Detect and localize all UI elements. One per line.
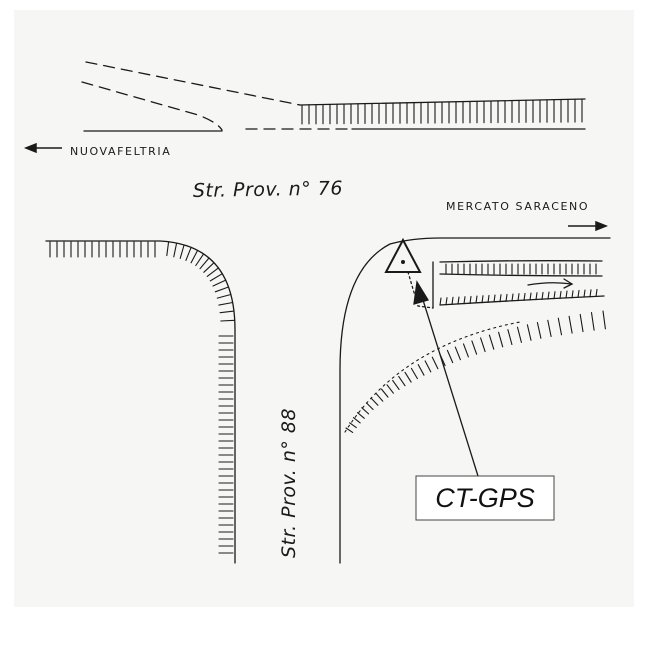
station-label-box: CT-GPS [415, 475, 555, 521]
station-pointer-arrow [413, 280, 479, 477]
hatch-tick [398, 375, 406, 387]
hatch-tick [206, 267, 219, 277]
hatch-tick [568, 315, 573, 334]
hatch-tick [431, 356, 439, 370]
hatch-tick [218, 301, 234, 306]
road-label-sp76: Str. Prov. n° 76 [193, 177, 343, 202]
hatch-tick [571, 290, 574, 299]
hatch-tick [579, 313, 584, 333]
direction-label-right: MERCATO SARACENO [446, 200, 589, 213]
hatch-tick [214, 286, 230, 293]
hatch-tick [380, 388, 389, 398]
hatch-tick [451, 296, 454, 305]
road-sp88-edge [339, 237, 611, 564]
hatch-tick [212, 279, 227, 287]
hatch-tick [365, 402, 374, 411]
hatch-tick [370, 397, 379, 406]
hatch-tick [424, 360, 432, 373]
hatch-tick [463, 296, 466, 305]
hatch-tick [417, 364, 425, 376]
hatch-tick [457, 296, 460, 305]
hatch-tick [375, 393, 384, 402]
hatch-tick [454, 346, 461, 361]
hatch-tick [526, 324, 532, 341]
hatch-tick [475, 295, 478, 304]
direction-label-left: NUOVAFELTRIA [70, 145, 171, 158]
hatch-tick [219, 310, 235, 314]
hatch-tick [529, 292, 532, 301]
hatch-tick [439, 297, 442, 306]
hatch-tick [480, 337, 486, 353]
hatch-tick [356, 412, 365, 419]
side-road-hatching [439, 263, 598, 306]
hatch-tick [602, 310, 606, 330]
road-dotted-curve [344, 321, 521, 433]
hatch-tick [559, 290, 562, 299]
hatch-tick [446, 349, 454, 364]
hatch-tick [547, 291, 550, 300]
hatch-tick [536, 321, 542, 339]
hatch-tick [499, 294, 502, 303]
hatch-tick [195, 253, 205, 267]
hatch-tick [595, 288, 598, 297]
hatch-tick [505, 293, 508, 302]
hatch-tick [185, 246, 192, 261]
hatch-tick [220, 319, 236, 322]
road-left-corner-hatching [49, 241, 236, 554]
hatch-tick [469, 295, 472, 304]
hatch-tick [462, 343, 469, 358]
hatch-tick [349, 422, 357, 429]
hatch-tick [209, 273, 223, 282]
hatch-tick [583, 289, 586, 298]
hatch-tick [577, 289, 580, 298]
hatch-tick [199, 257, 210, 270]
hatch-tick [345, 427, 354, 433]
hatch-tick [203, 262, 215, 273]
hatch-tick [216, 293, 232, 299]
hatch-tick [541, 291, 544, 300]
hatch-tick [547, 319, 552, 338]
triangle-benchmark-icon [384, 237, 422, 273]
road-arc-hatching [345, 310, 606, 433]
hatch-tick [481, 295, 484, 304]
hatch-tick [352, 417, 361, 424]
hatch-tick [517, 293, 520, 302]
hatch-tick [361, 407, 370, 415]
hatch-tick [565, 290, 568, 299]
hatch-tick [404, 371, 412, 383]
arrow-left-icon [23, 142, 62, 154]
road-label-sp88: Str. Prov. n° 88 [278, 408, 300, 558]
hatch-tick [173, 242, 178, 258]
arrow-right-icon [568, 220, 609, 232]
hatch-tick [179, 244, 185, 259]
hatch-tick [493, 294, 496, 303]
hatch-tick [590, 312, 595, 331]
hatch-tick [557, 317, 563, 336]
road-sp76-embankment-hatching [301, 98, 583, 125]
hatch-tick [392, 379, 400, 390]
hatch-tick [386, 384, 394, 394]
hatch-tick [589, 289, 592, 298]
road-left-corner-edge [45, 240, 236, 564]
hatch-tick [190, 249, 199, 264]
hatch-tick [488, 334, 495, 350]
station-label: CT-GPS [435, 483, 535, 513]
hatch-tick [487, 294, 490, 303]
hatch-tick [516, 326, 522, 343]
hatch-tick [507, 329, 513, 346]
hatch-tick [166, 241, 170, 257]
hatch-tick [523, 292, 526, 301]
hatch-tick [511, 293, 514, 302]
flow-arrow-icon [527, 278, 574, 289]
hatch-tick [535, 292, 538, 301]
hatch-tick [471, 340, 478, 355]
hatch-tick [445, 297, 448, 306]
hatch-tick [410, 367, 418, 380]
hatch-tick [553, 291, 556, 300]
hatch-tick [498, 331, 504, 348]
